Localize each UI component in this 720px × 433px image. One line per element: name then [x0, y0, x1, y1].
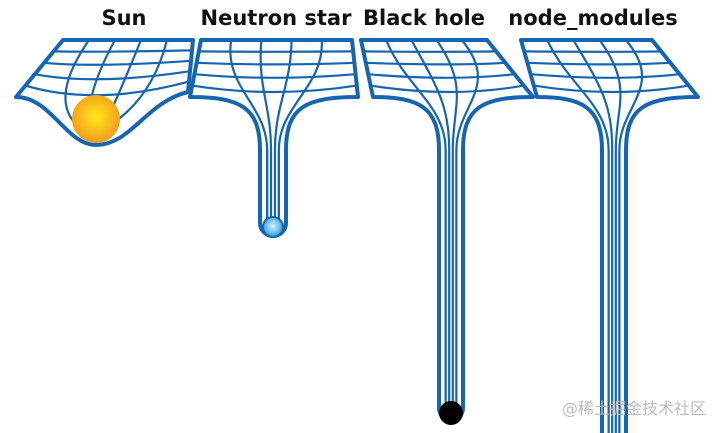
node-modules-outline [519, 38, 700, 433]
grid-line [43, 59, 193, 66]
grid-line [532, 84, 690, 94]
grid-line [526, 61, 672, 66]
grid-line [193, 73, 357, 79]
grid-line [529, 73, 681, 79]
grid-line [367, 73, 516, 79]
grid-line [195, 61, 356, 66]
grid-line [572, 38, 614, 433]
sun-ball [72, 95, 120, 143]
grid-line [273, 38, 293, 230]
grid-line [64, 38, 91, 125]
grid-line [229, 38, 269, 230]
grid-line [455, 38, 480, 414]
grid-line [369, 84, 525, 94]
grid-line [364, 61, 507, 66]
black-hole-funnel [359, 38, 535, 422]
grid-line [277, 38, 323, 230]
label-sun: Sun [101, 6, 147, 30]
neutron-star-ball [262, 216, 284, 238]
grid-line [259, 38, 273, 230]
grid-line [410, 38, 451, 414]
node-modules-funnel [519, 38, 700, 433]
tube-line [444, 149, 458, 415]
grid-line [33, 70, 192, 81]
grid-line [191, 84, 358, 94]
grid-line [546, 38, 610, 433]
grid-line [115, 38, 169, 122]
tube-line [266, 149, 280, 231]
grid-line [385, 38, 447, 414]
sun-outline [14, 38, 195, 147]
grid-line [618, 38, 644, 433]
neutron-star-funnel [188, 38, 360, 238]
black-hole-ball [439, 401, 463, 425]
black-hole-outline [359, 38, 535, 422]
label-neutron-star: Neutron star [200, 6, 352, 30]
grid-line [435, 38, 458, 414]
grid-line [52, 49, 194, 53]
grid-line [598, 38, 622, 433]
label-node-modules: node_modules [508, 6, 678, 30]
grid-line [24, 80, 191, 97]
watermark: @稀土掘金技术社区 [561, 399, 706, 418]
label-black-hole: Black hole [363, 6, 485, 30]
sun-funnel [14, 38, 195, 147]
tube-line [607, 149, 621, 433]
